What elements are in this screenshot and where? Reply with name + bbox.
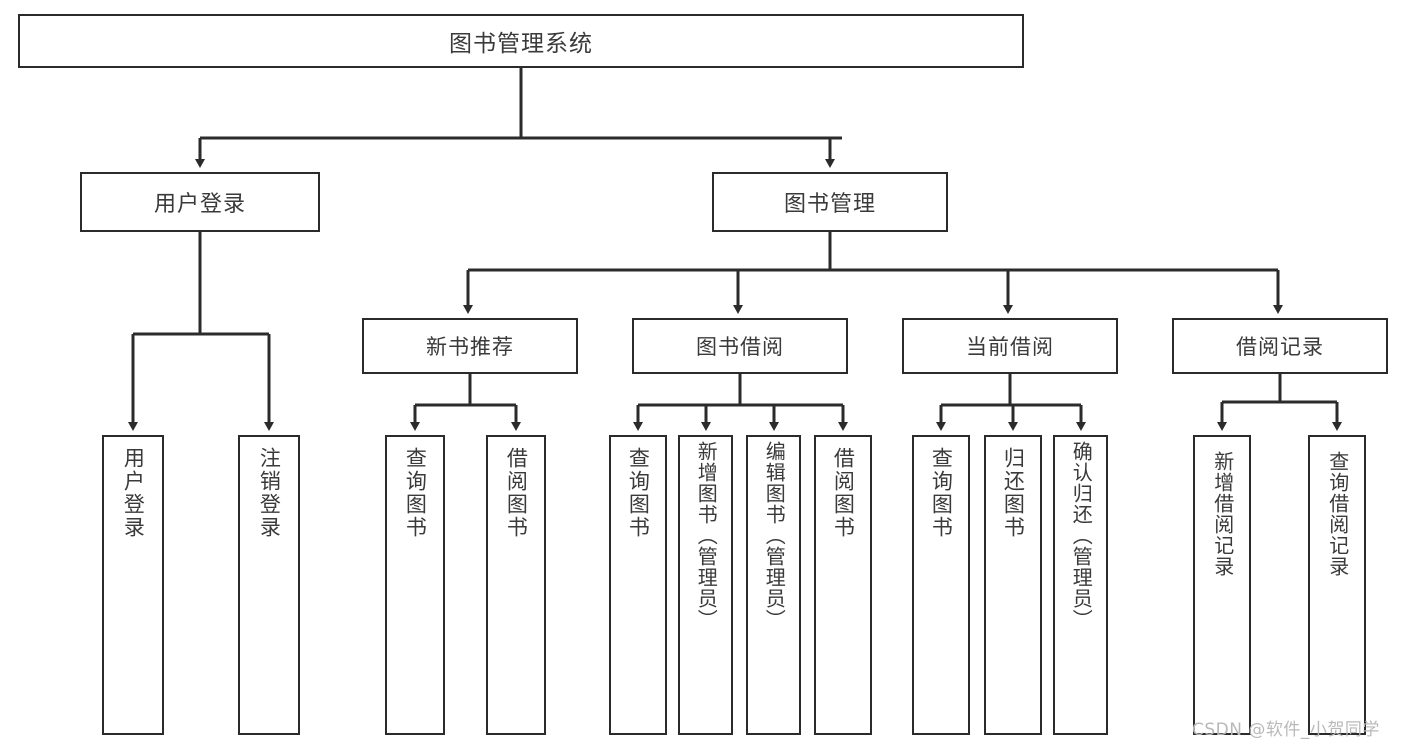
leaf-bor-query-book[interactable]: 查询图书 (609, 435, 667, 735)
leaf-login-logout[interactable]: 注销登录 (238, 435, 300, 735)
leaf-rec-query-record[interactable]: 查询借阅记录 (1308, 435, 1366, 735)
leaf-cur-confirm-return[interactable]: 确认归还（管理员） (1053, 435, 1108, 735)
leaf-bor-add-book[interactable]: 新增图书（管理员） (678, 435, 733, 735)
leaf-login-user-login[interactable]: 用户登录 (102, 435, 164, 735)
leaf-rec-query-record-label: 查询借阅记录 (1325, 451, 1350, 577)
leaf-bor-edit-book-label: 编辑图书（管理员） (762, 441, 787, 630)
leaf-bor-query-book-label: 查询图书 (626, 447, 651, 539)
leaf-bor-borrow-book[interactable]: 借阅图书 (814, 435, 872, 735)
node-borrow-record[interactable]: 借阅记录 (1172, 318, 1388, 374)
leaf-login-logout-label: 注销登录 (257, 447, 282, 539)
leaf-rec-borrow-book-label: 借阅图书 (504, 447, 529, 539)
node-user-login-label: 用户登录 (153, 192, 246, 217)
leaf-cur-confirm-return-label: 确认归还（管理员） (1069, 441, 1094, 630)
leaf-cur-query-book-label: 查询图书 (929, 447, 954, 539)
node-book-borrow-label: 图书借阅 (696, 335, 784, 359)
leaf-cur-query-book[interactable]: 查询图书 (912, 435, 970, 735)
leaf-rec-add-record[interactable]: 新增借阅记录 (1193, 435, 1251, 735)
node-new-book-recommend-label: 新书推荐 (426, 335, 514, 359)
leaf-login-user-login-label: 用户登录 (121, 447, 146, 539)
node-current-borrow-label: 当前借阅 (966, 335, 1054, 359)
leaf-bor-borrow-book-label: 借阅图书 (831, 447, 856, 539)
node-book-manage-label: 图书管理 (783, 192, 876, 217)
node-current-borrow[interactable]: 当前借阅 (902, 318, 1118, 374)
leaf-bor-edit-book[interactable]: 编辑图书（管理员） (746, 435, 801, 735)
leaf-bor-add-book-label: 新增图书（管理员） (694, 441, 719, 630)
leaf-rec-add-record-label: 新增借阅记录 (1210, 451, 1235, 577)
node-root-label: 图书管理系统 (449, 31, 593, 57)
node-user-login[interactable]: 用户登录 (80, 172, 320, 232)
node-new-book-recommend[interactable]: 新书推荐 (362, 318, 578, 374)
leaf-cur-return-book-label: 归还图书 (1001, 447, 1026, 539)
leaf-rec-borrow-book[interactable]: 借阅图书 (486, 435, 546, 735)
node-borrow-record-label: 借阅记录 (1236, 335, 1324, 359)
node-root[interactable]: 图书管理系统 (18, 14, 1024, 68)
node-book-manage[interactable]: 图书管理 (712, 172, 948, 232)
leaf-rec-query-book-label: 查询图书 (403, 447, 428, 539)
csdn-watermark: CSDN @软件_小贺同学 (1192, 720, 1380, 740)
node-book-borrow[interactable]: 图书借阅 (632, 318, 848, 374)
leaf-cur-return-book[interactable]: 归还图书 (984, 435, 1042, 735)
leaf-rec-query-book[interactable]: 查询图书 (385, 435, 445, 735)
